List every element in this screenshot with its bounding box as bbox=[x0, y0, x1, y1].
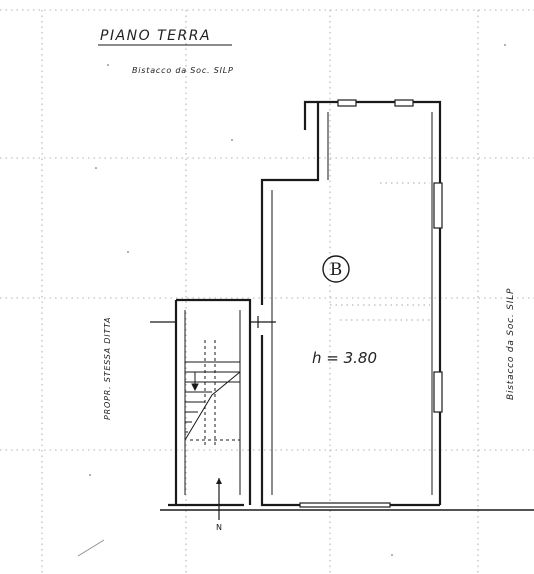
left-boundary-note: PROPR. STESSA DITTA bbox=[103, 317, 112, 420]
interior-dots bbox=[330, 182, 430, 321]
ceiling-height-label: h = 3.80 bbox=[312, 349, 377, 367]
staircase bbox=[184, 340, 241, 445]
north-label: N bbox=[216, 523, 222, 532]
unit-marker: B bbox=[322, 255, 350, 283]
grid-lines bbox=[0, 9, 534, 574]
title-block: PIANO TERRA bbox=[98, 28, 232, 46]
building-outline bbox=[160, 100, 534, 511]
unit-label: B bbox=[330, 260, 343, 280]
door-marks bbox=[150, 316, 276, 328]
right-boundary-note: Bistacco da Soc. SILP bbox=[506, 288, 516, 400]
top-boundary-note: Bistacco da Soc. SILP bbox=[132, 66, 234, 75]
plan-title: PIANO TERRA bbox=[100, 28, 211, 44]
scan-specks bbox=[89, 44, 506, 556]
windows bbox=[299, 99, 443, 508]
pen-stroke bbox=[77, 539, 105, 557]
north-marker: N bbox=[216, 478, 222, 532]
